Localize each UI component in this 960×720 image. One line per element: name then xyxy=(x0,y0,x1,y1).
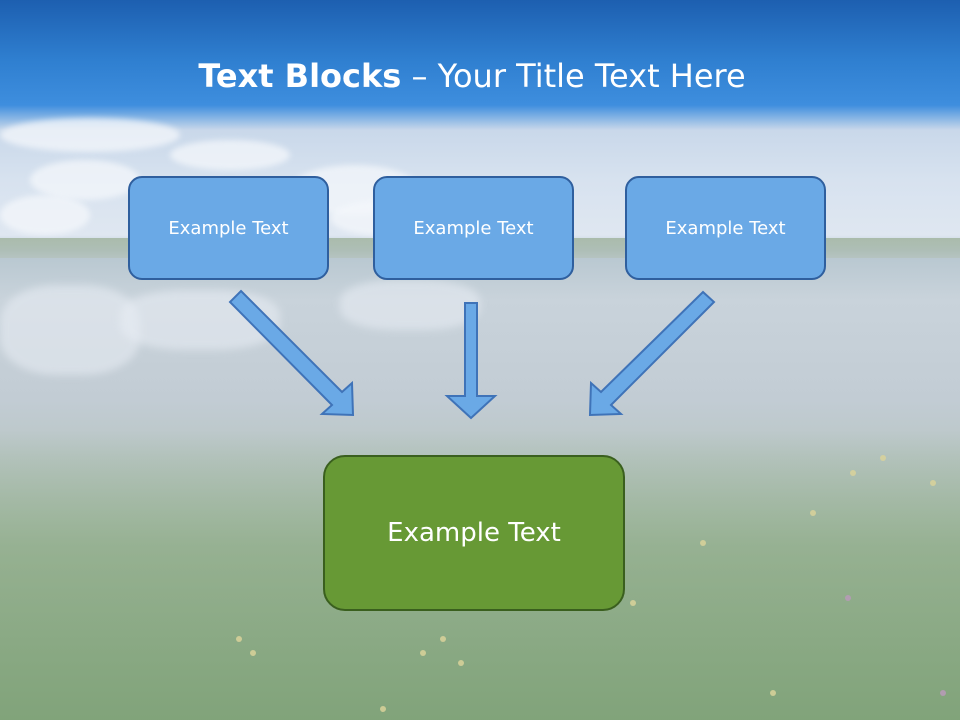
cloud xyxy=(0,118,180,152)
cloud xyxy=(170,140,290,170)
flower xyxy=(940,690,946,696)
slide-title: Text Blocks – Your Title Text Here xyxy=(0,52,944,100)
result-block-label: Example Text xyxy=(387,518,561,548)
flower xyxy=(458,660,464,666)
flower xyxy=(930,480,936,486)
arrow-center-down xyxy=(444,302,498,420)
flower xyxy=(380,706,386,712)
text-block-1: Example Text xyxy=(128,176,329,280)
cloud xyxy=(0,195,90,235)
flower xyxy=(850,470,856,476)
flower xyxy=(700,540,706,546)
flower xyxy=(236,636,242,642)
flower xyxy=(810,510,816,516)
text-block-label: Example Text xyxy=(665,217,786,239)
text-block-label: Example Text xyxy=(413,217,534,239)
flower xyxy=(440,636,446,642)
arrow-right-diagonal xyxy=(588,290,716,417)
title-separator: – xyxy=(411,57,428,95)
flower xyxy=(250,650,256,656)
title-rest: Your Title Text Here xyxy=(437,57,746,95)
water-reflection xyxy=(0,285,140,375)
text-block-3: Example Text xyxy=(625,176,826,280)
result-text-block: Example Text xyxy=(323,455,625,611)
flower xyxy=(770,690,776,696)
flower xyxy=(630,600,636,606)
flower xyxy=(420,650,426,656)
cloud xyxy=(30,160,140,200)
text-block-2: Example Text xyxy=(373,176,574,280)
text-block-label: Example Text xyxy=(168,217,289,239)
flower xyxy=(880,455,886,461)
arrow-left-diagonal xyxy=(228,289,355,417)
water-reflection xyxy=(340,280,480,330)
flower xyxy=(845,595,851,601)
title-bold-part: Text Blocks xyxy=(198,57,402,95)
